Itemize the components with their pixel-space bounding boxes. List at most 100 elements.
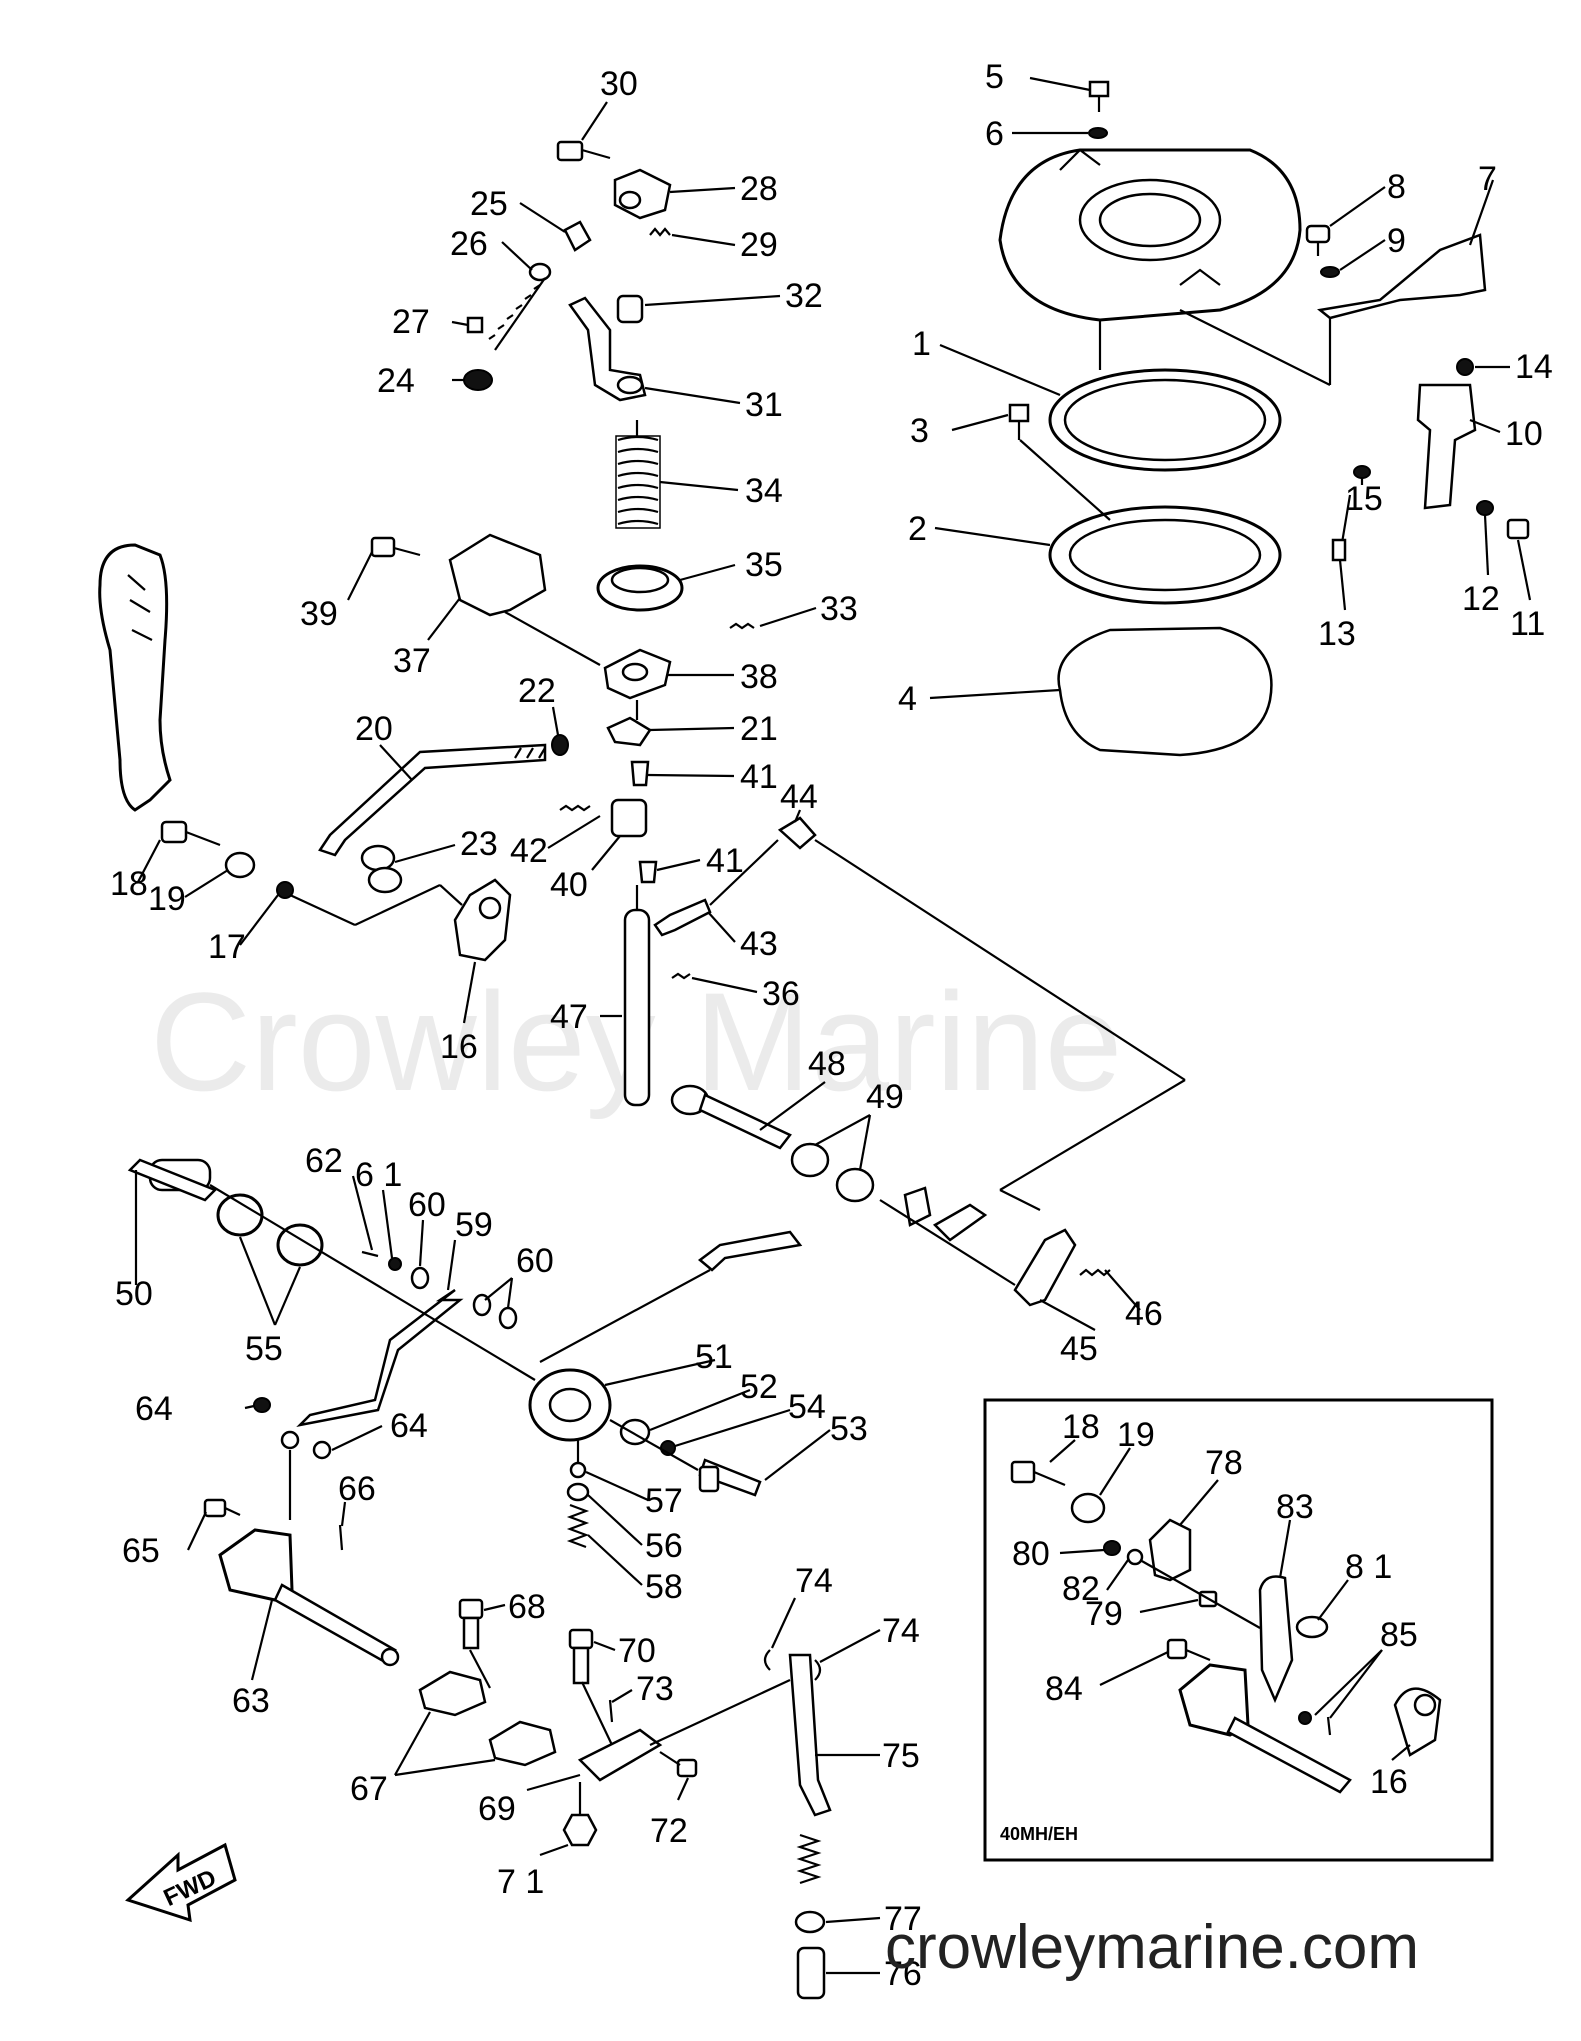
callout-74-b: 74 [882, 1612, 920, 1650]
callout-46: 46 [1125, 1295, 1163, 1333]
callout-64-b: 64 [390, 1407, 428, 1445]
callout-44: 44 [780, 778, 818, 816]
callout-58: 58 [645, 1568, 683, 1606]
callout-37: 37 [393, 642, 431, 680]
callout-41-upper: 41 [740, 758, 778, 796]
callout-49: 49 [866, 1078, 904, 1116]
callout-26: 26 [450, 225, 488, 263]
inset-callout-16: 16 [1370, 1763, 1408, 1801]
callout-51: 51 [695, 1338, 733, 1376]
shift-shaft-assembly: FWD [125, 1498, 881, 2000]
callout-45: 45 [1060, 1330, 1098, 1368]
inset-callout-80: 80 [1012, 1535, 1050, 1573]
website-text: crowleymarine.com [885, 1913, 1419, 1982]
callout-54: 54 [788, 1388, 826, 1426]
callout-34: 34 [745, 472, 783, 510]
callout-41-lower: 41 [706, 842, 744, 880]
callout-39: 39 [300, 595, 338, 633]
callout-18: 18 [110, 865, 148, 903]
callout-67: 67 [350, 1770, 388, 1808]
callout-43: 43 [740, 925, 778, 963]
callout-77: 77 [884, 1900, 922, 1938]
callout-29: 29 [740, 226, 778, 264]
callout-69: 69 [478, 1790, 516, 1828]
callout-23: 23 [460, 825, 498, 863]
callout-60-a: 60 [408, 1186, 446, 1224]
inset-callout-81: 8 1 [1345, 1548, 1392, 1586]
callout-12: 12 [1462, 580, 1500, 618]
callout-63: 63 [232, 1682, 270, 1720]
callout-30: 30 [600, 65, 638, 103]
callout-76: 76 [884, 1955, 922, 1993]
callout-5: 5 [985, 58, 1004, 96]
callout-19: 19 [148, 880, 186, 918]
inset-40mh-eh: 40MH/EH [983, 1398, 1494, 1862]
inset-callout-82: 82 [1062, 1570, 1100, 1608]
callout-22: 22 [518, 672, 556, 710]
callout-35: 35 [745, 546, 783, 584]
callout-3: 3 [910, 412, 929, 450]
callout-28: 28 [740, 170, 778, 208]
callout-36: 36 [762, 975, 800, 1013]
callout-13: 13 [1318, 615, 1356, 653]
inset-callout-83: 83 [1276, 1488, 1314, 1526]
callout-31: 31 [745, 386, 783, 424]
callout-50: 50 [115, 1275, 153, 1313]
inset-callout-79: 79 [1085, 1595, 1123, 1633]
fwd-arrow-icon: FWD [125, 1842, 237, 1923]
inset-callout-78: 78 [1205, 1444, 1243, 1482]
callout-60-b: 60 [516, 1242, 554, 1280]
callout-24: 24 [377, 362, 415, 400]
callout-68: 68 [508, 1588, 546, 1626]
callout-56: 56 [645, 1527, 683, 1565]
callout-42: 42 [510, 832, 548, 870]
callout-17: 17 [208, 928, 246, 966]
callout-53: 53 [830, 1410, 868, 1448]
callout-14: 14 [1515, 348, 1553, 386]
callout-7: 7 [1478, 160, 1497, 198]
spring-34-icon [615, 435, 661, 529]
callout-15: 15 [1345, 480, 1383, 518]
callout-47: 47 [550, 998, 588, 1036]
callout-59: 59 [455, 1206, 493, 1244]
throttle-link-assembly [137, 101, 1186, 1211]
callout-33: 33 [820, 590, 858, 628]
callout-71: 7 1 [497, 1863, 544, 1901]
callout-55: 55 [245, 1330, 283, 1368]
callout-75: 75 [882, 1737, 920, 1775]
callout-9: 9 [1387, 222, 1406, 260]
callout-1: 1 [912, 325, 931, 363]
callout-8: 8 [1387, 168, 1406, 206]
callout-6: 6 [985, 115, 1004, 153]
inset-callout-19: 19 [1117, 1416, 1155, 1454]
callout-65: 65 [122, 1532, 160, 1570]
magneto-base-assembly [929, 76, 1532, 757]
inset-callout-84: 84 [1045, 1670, 1083, 1708]
callout-66: 66 [338, 1470, 376, 1508]
inset-title: 40MH/EH [1000, 1824, 1078, 1844]
callout-61: 6 1 [355, 1156, 402, 1194]
inset-callout-85: 85 [1380, 1616, 1418, 1654]
callout-40: 40 [550, 866, 588, 904]
callout-21: 21 [740, 710, 778, 748]
callout-25: 25 [470, 185, 508, 223]
callout-62: 62 [305, 1142, 343, 1180]
shift-lever-assembly [98, 543, 1141, 1586]
callout-11: 11 [1510, 605, 1545, 643]
callout-10: 10 [1505, 415, 1543, 453]
callout-20: 20 [355, 710, 393, 748]
inset-callout-18: 18 [1062, 1408, 1100, 1446]
callout-27: 27 [392, 303, 430, 341]
callout-16: 16 [440, 1028, 478, 1066]
callout-74-a: 74 [795, 1562, 833, 1600]
callout-48: 48 [808, 1045, 846, 1083]
callout-73: 73 [636, 1670, 674, 1708]
callout-4: 4 [898, 680, 917, 718]
callout-52: 52 [740, 1368, 778, 1406]
callout-labels: 30 28 25 26 29 32 27 24 31 34 35 39 33 3… [110, 58, 1553, 1993]
callout-70: 70 [618, 1632, 656, 1670]
callout-64-a: 64 [135, 1390, 173, 1428]
callout-38: 38 [740, 658, 778, 696]
callout-2: 2 [908, 510, 927, 548]
